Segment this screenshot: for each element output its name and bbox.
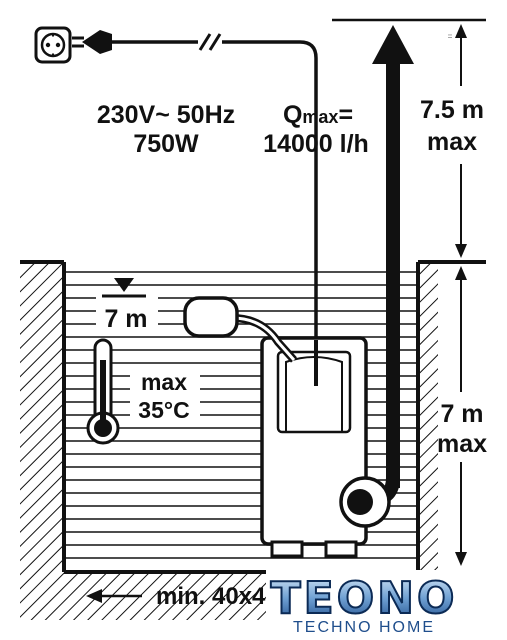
depth-dimension xyxy=(455,266,467,566)
socket-icon xyxy=(34,26,72,64)
cord-break-line xyxy=(208,33,222,51)
clearance-label: min. 40x4 xyxy=(156,583,266,610)
clearance-arrow xyxy=(86,589,142,603)
right-wall-hatch xyxy=(418,262,438,572)
temperature-value: 35°C xyxy=(138,397,189,423)
logo-wordmark: TEONO xyxy=(271,573,458,624)
min-level-label-mask xyxy=(96,296,158,332)
flow-label: Qmax= xyxy=(283,101,353,129)
depth-value: 7 m xyxy=(440,400,483,428)
float-switch-icon xyxy=(183,296,297,363)
head-max-label: max xyxy=(427,128,477,156)
head-dimension xyxy=(332,18,486,258)
pit-outline xyxy=(20,260,486,574)
thermometer-icon xyxy=(86,338,120,445)
logo-tagline: TECHNO HOME xyxy=(293,619,435,636)
logo-background xyxy=(266,570,507,640)
cord-break-line xyxy=(198,33,212,51)
power-label: 750W xyxy=(133,130,199,158)
temperature-max-label: max xyxy=(141,369,187,395)
brand-logo: TEONO TECHNO HOME xyxy=(270,572,458,636)
min-level-value: 7 m xyxy=(104,305,147,333)
pump-icon xyxy=(260,336,391,558)
min-level-marker xyxy=(102,278,146,298)
left-wall-hatch xyxy=(20,262,64,620)
head-value: 7.5 m xyxy=(420,96,484,124)
flow-value: 14000 l/h xyxy=(263,130,369,158)
temperature-label-mask xyxy=(130,366,200,424)
corner-dots: :: xyxy=(448,34,452,40)
power-cord xyxy=(112,40,318,385)
plug-icon xyxy=(72,30,112,54)
depth-max-label: max xyxy=(437,430,487,458)
voltage-label: 230V~ 50Hz xyxy=(97,101,235,129)
outlet-arrow-head xyxy=(372,25,414,64)
